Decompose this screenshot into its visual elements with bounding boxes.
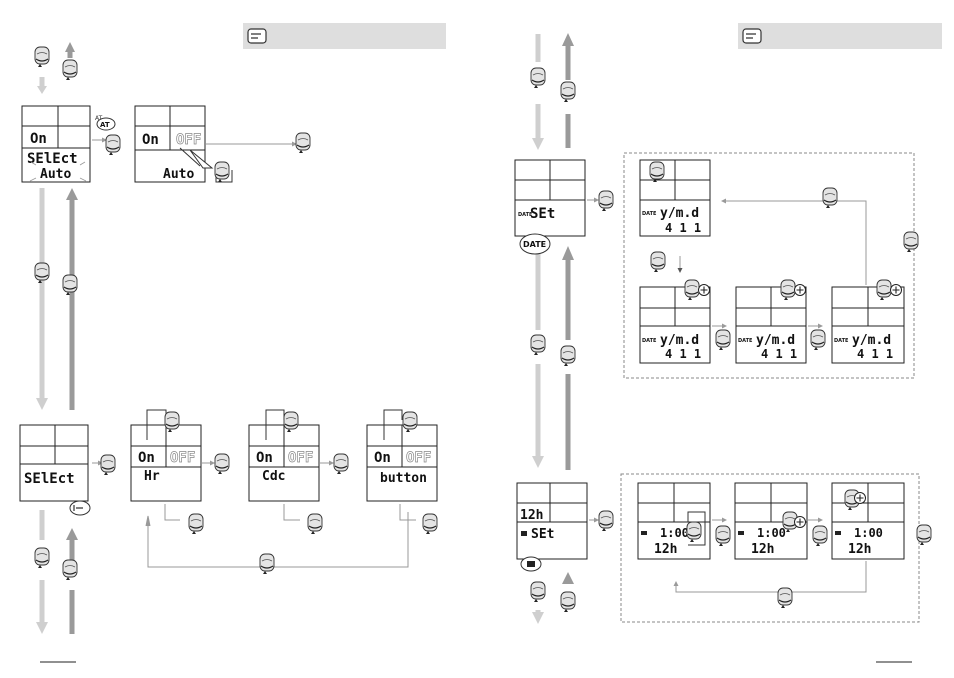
- press-button-icon: [823, 188, 837, 208]
- lcd-button-text: button: [380, 471, 427, 486]
- lcd-screen-auto-select: On SElEct Auto: [22, 106, 90, 182]
- press-button-icon: [35, 548, 49, 568]
- press-button-icon: [599, 511, 613, 531]
- lcd-clock-value: 1:00: [660, 526, 689, 540]
- circled-plus-icon: [891, 285, 902, 296]
- lcd-off-text: OFF: [170, 450, 195, 466]
- lcd-auto-text: Auto: [40, 167, 71, 182]
- press-button-icon: [531, 335, 545, 355]
- lcd-screen-hour-mode-adjust: 1:00 12h: [638, 483, 710, 559]
- lcd-screen-clock-set: 12h SEt: [517, 483, 587, 571]
- lcd-off-text: OFF: [176, 132, 201, 148]
- press-button-icon: [599, 191, 613, 211]
- press-button-icon: [35, 263, 49, 283]
- press-button-icon: [63, 560, 77, 580]
- press-button-icon: [308, 514, 322, 534]
- press-button-icon: [101, 455, 115, 475]
- press-button-icon: [63, 275, 77, 295]
- press-button-icon: [63, 60, 77, 80]
- lcd-clock-value: 1:00: [854, 526, 883, 540]
- lcd-clock-value: 1:00: [757, 526, 786, 540]
- press-button-icon: [811, 330, 825, 350]
- circled-plus-icon: [855, 493, 866, 504]
- lcd-ymd-text: y/m.d: [852, 333, 891, 348]
- circled-plus-icon: [699, 285, 710, 296]
- lcd-date-value: 4 1 1: [665, 347, 701, 361]
- press-button-icon: [716, 526, 730, 546]
- hand-pointer-icon: [248, 29, 266, 43]
- lcd-cdc-text: Cdc: [262, 469, 285, 484]
- lcd-set-text: SEt: [531, 527, 554, 542]
- lcd-auto-text: Auto: [163, 167, 194, 182]
- clock-icon: [527, 561, 535, 567]
- lcd-ymd-text: y/m.d: [756, 333, 795, 348]
- press-button-icon: [531, 68, 545, 88]
- hand-pointer-icon: [743, 29, 761, 43]
- lcd-screen-day-adjust: DATE y/m.d 4 1 1: [832, 287, 904, 363]
- lcd-screen-button-onoff: On OFF button: [367, 410, 437, 501]
- lcd-select-text: SElEct: [24, 471, 75, 487]
- header-band-right: [738, 23, 942, 49]
- press-button-icon: [561, 346, 575, 366]
- at-badge: AT AT: [95, 115, 115, 130]
- at-badge-text: AT: [100, 121, 110, 129]
- lcd-screen-auto-onoff: On OFF Auto: [135, 106, 212, 182]
- press-button-icon: [260, 554, 274, 574]
- press-button-icon: [813, 526, 827, 546]
- press-button-icon: [716, 330, 730, 350]
- circled-plus-icon: [795, 285, 806, 296]
- lcd-date-small: DATE: [642, 338, 657, 344]
- lcd-date-value: 4 1 1: [857, 347, 893, 361]
- press-button-icon: [423, 514, 437, 534]
- lcd-hour-mode: 12h: [751, 542, 774, 557]
- press-button-icon: [106, 135, 120, 155]
- lcd-screen-minute-adjust: 1:00 12h: [832, 483, 904, 559]
- press-button-icon: [561, 592, 575, 612]
- press-button-icon: [35, 47, 49, 67]
- lcd-hour-mode: 12h: [520, 508, 543, 523]
- press-button-icon: [215, 162, 229, 182]
- lcd-screen-date-set: DATE SEt DATE: [515, 160, 585, 254]
- press-button-icon: [561, 82, 575, 102]
- lcd-on-text: On: [142, 132, 159, 148]
- press-button-icon: [904, 232, 918, 252]
- lcd-date-value: 4 1 1: [761, 347, 797, 361]
- press-button-icon: [334, 454, 348, 474]
- lcd-date-value: 4 1 1: [665, 221, 701, 235]
- lcd-screen-month-adjust: DATE y/m.d 4 1 1: [736, 287, 806, 363]
- press-button-icon: [296, 133, 310, 153]
- lcd-on-text: On: [30, 131, 47, 147]
- lcd-hr-text: Hr: [144, 469, 160, 484]
- lcd-date-small: DATE: [834, 338, 849, 344]
- press-button-icon: [531, 582, 545, 602]
- lcd-hour-mode: 12h: [848, 542, 871, 557]
- press-button-icon: [651, 252, 665, 272]
- lcd-off-text: OFF: [288, 450, 313, 466]
- press-button-icon: [215, 454, 229, 474]
- lcd-screen-year-adjust: DATE y/m.d 4 1 1: [640, 287, 710, 363]
- press-button-icon: [778, 588, 792, 608]
- press-button-icon: [189, 514, 203, 534]
- date-badge-text: DATE: [523, 240, 546, 249]
- lcd-screen-select-bottom: SElEct: [20, 425, 90, 515]
- circled-plus-icon: [795, 517, 806, 528]
- lcd-set-text: SEt: [530, 206, 555, 222]
- lcd-date-small: DATE: [642, 211, 657, 217]
- lcd-off-text: OFF: [406, 450, 431, 466]
- lcd-on-text: On: [256, 450, 273, 466]
- lcd-ymd-text: y/m.d: [660, 206, 699, 221]
- header-band-left: [243, 23, 446, 49]
- lcd-date-small: DATE: [738, 338, 753, 344]
- lcd-on-text: On: [374, 450, 391, 466]
- lcd-ymd-text: y/m.d: [660, 333, 699, 348]
- lcd-hour-mode: 12h: [654, 542, 677, 557]
- lcd-on-text: On: [138, 450, 155, 466]
